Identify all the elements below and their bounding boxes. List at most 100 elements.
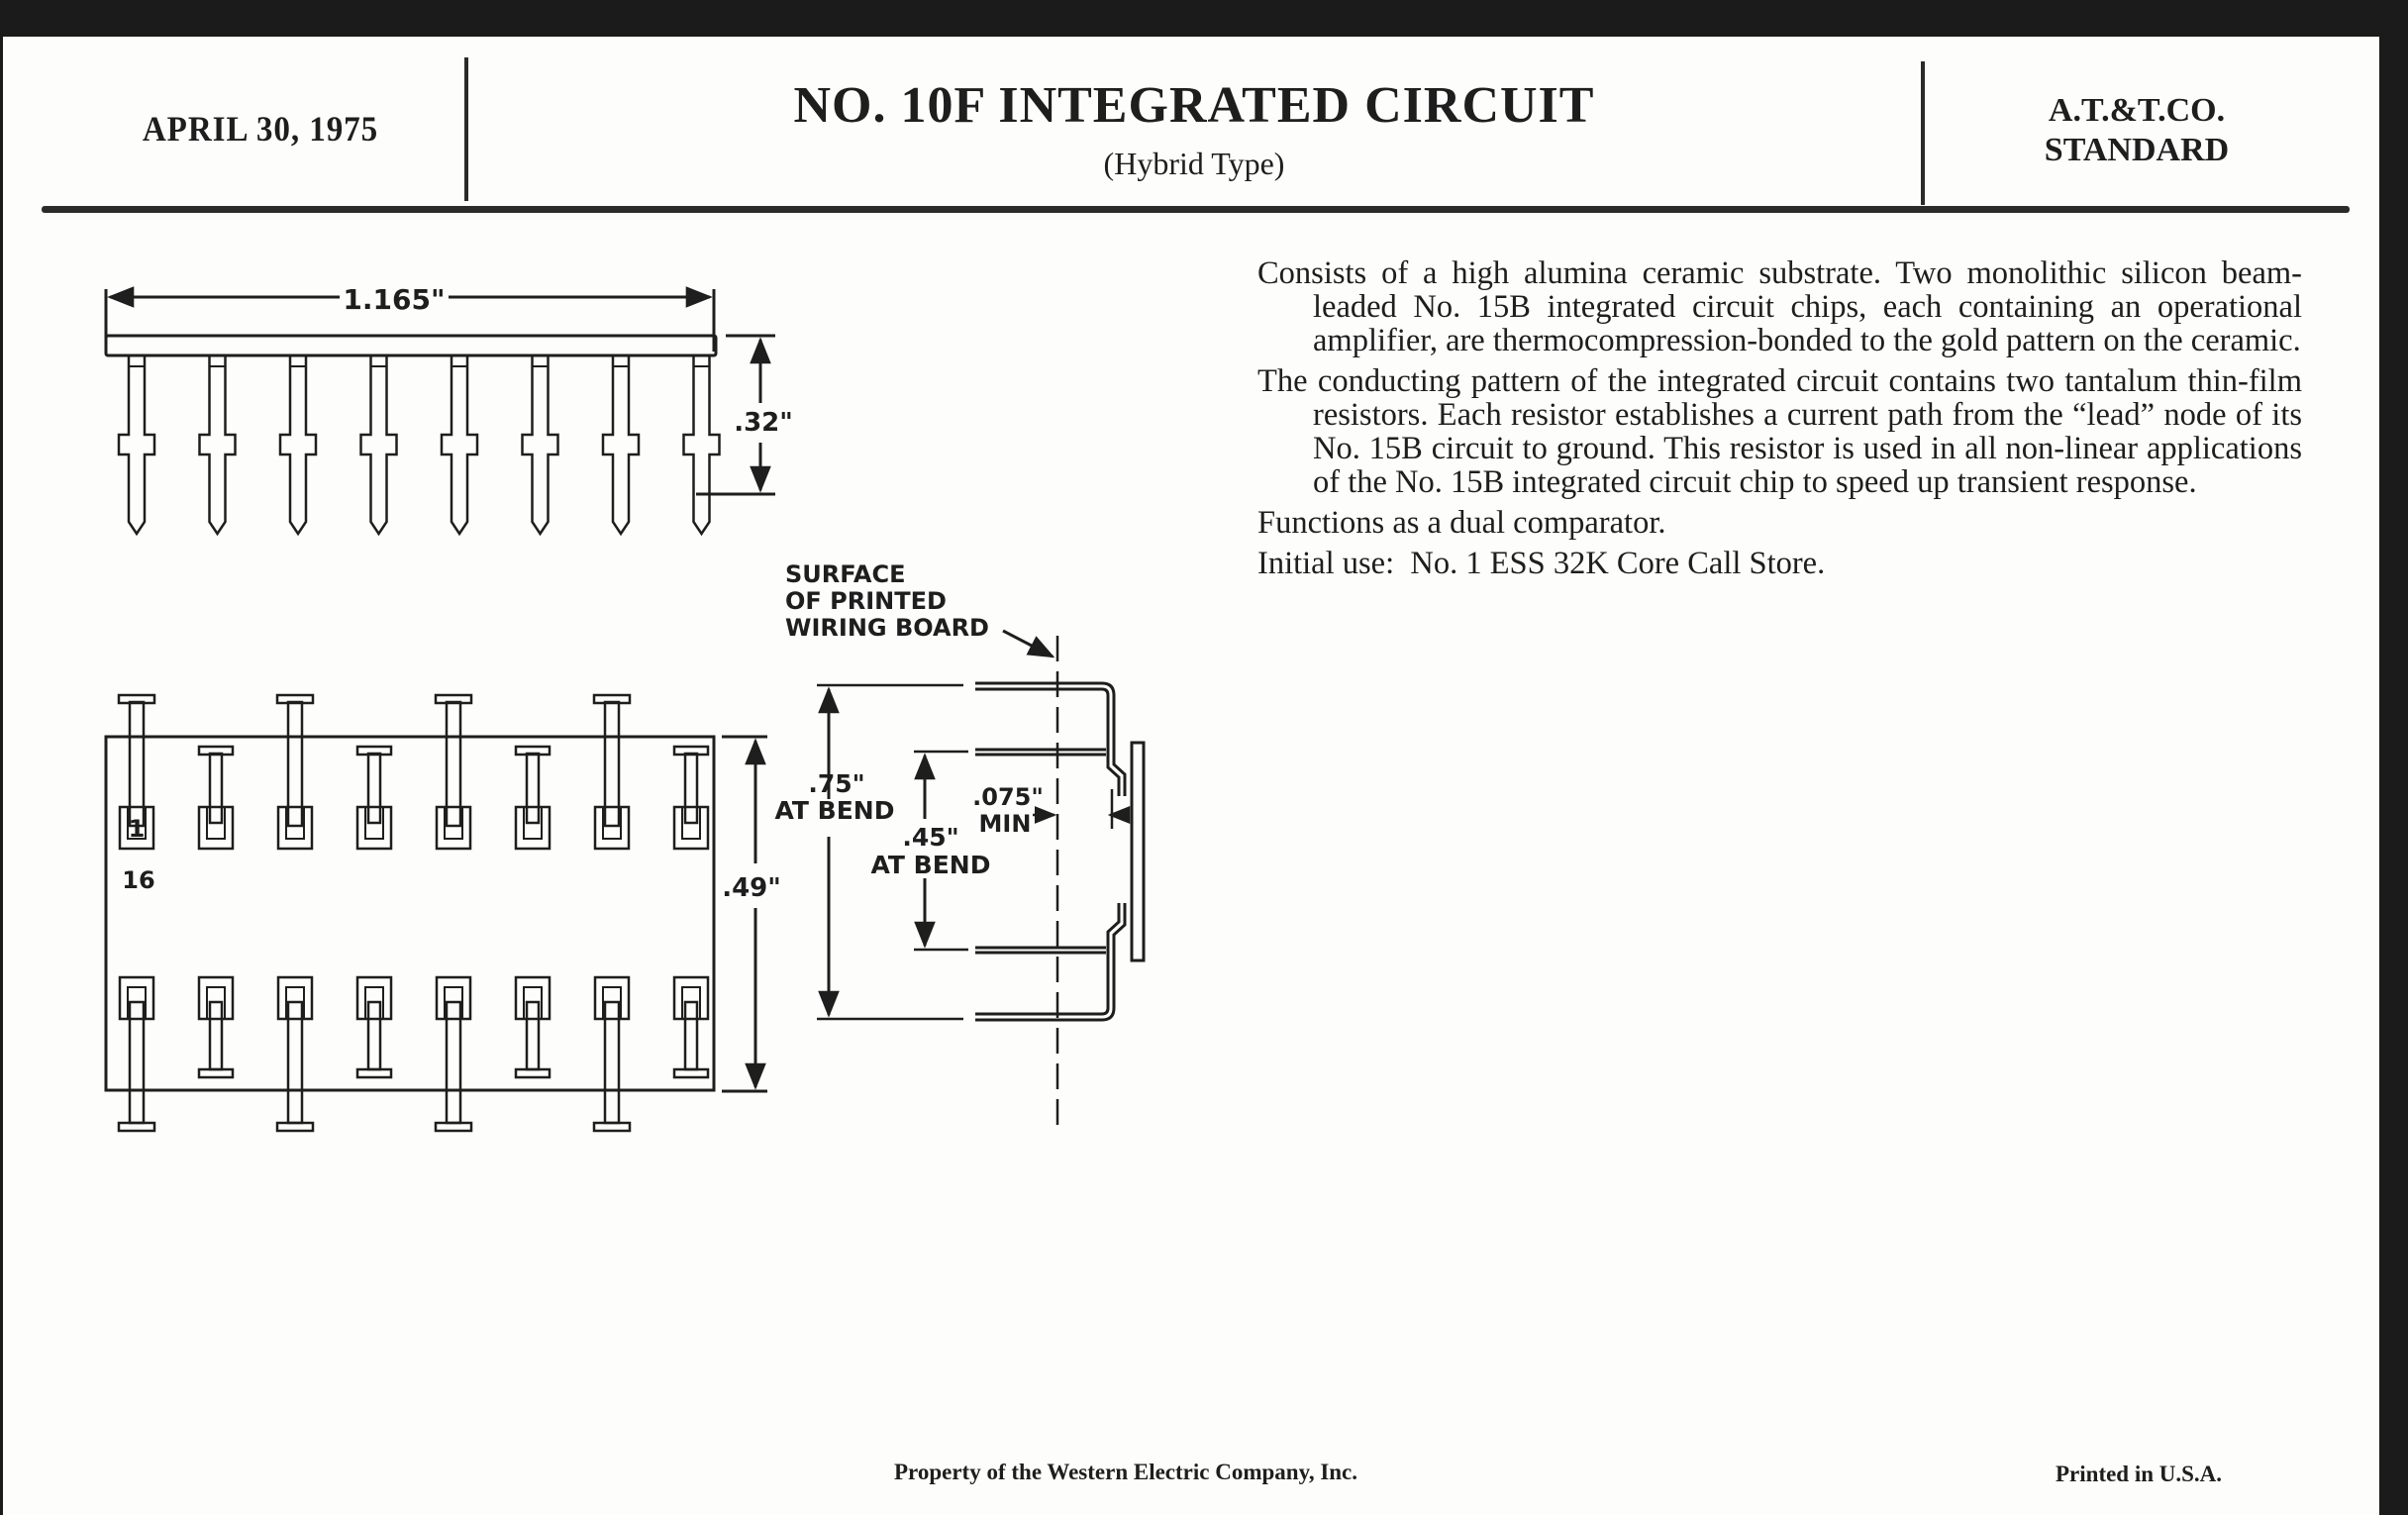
lead-foot xyxy=(672,745,710,757)
lead-foot xyxy=(275,693,315,705)
page-title: NO. 10F INTEGRATED CIRCUIT xyxy=(793,77,1595,134)
outer-span-label: .75" xyxy=(808,769,864,798)
bond-pad-inner xyxy=(127,986,147,1020)
org-name: A.T.&T.CO. xyxy=(2048,92,2226,129)
bond-pad-inner xyxy=(127,806,147,840)
side-view-pin xyxy=(601,355,641,537)
header-divider-right xyxy=(1921,61,1925,205)
bond-pad-inner xyxy=(602,806,622,840)
lead-top-short xyxy=(208,752,224,825)
outer-span-label-sub: AT BEND xyxy=(775,796,895,825)
clearance-label: .075" xyxy=(972,783,1044,811)
pin-16-label: 16 xyxy=(122,866,154,894)
bond-pad xyxy=(276,975,314,1021)
side-view-pin xyxy=(440,355,479,537)
board-label-line-2: OF PRINTED xyxy=(785,587,947,615)
bond-pad xyxy=(514,805,552,851)
bond-pad-inner xyxy=(444,986,463,1020)
description: Consists of a high alumina ceramic subst… xyxy=(1257,256,2302,587)
lead-foot xyxy=(514,745,552,757)
side-view-pin xyxy=(117,355,156,537)
lead-bottom-short xyxy=(208,1000,224,1071)
header-divider-left xyxy=(464,57,468,201)
standard-label: STANDARD xyxy=(2044,132,2230,168)
bond-pad xyxy=(593,805,631,851)
board-label-line-1: SURFACE xyxy=(785,560,905,588)
bond-pad xyxy=(593,975,631,1021)
substrate-outline xyxy=(104,735,716,1092)
bond-pad-inner xyxy=(364,986,384,1020)
side-view-pin xyxy=(521,355,559,537)
width-dim-label: 1.165" xyxy=(343,283,445,316)
lead-top-short xyxy=(525,752,541,825)
bond-pad-inner xyxy=(206,986,226,1020)
technical-drawing: 1.165" .32" 1 16 .49" SURFACE OF PRINTED… xyxy=(104,283,1146,1133)
bond-pad-inner xyxy=(444,806,463,840)
bond-pad-inner xyxy=(602,986,622,1020)
bond-pad xyxy=(672,975,710,1021)
description-paragraph: Functions as a dual comparator. xyxy=(1257,505,1666,541)
lead-foot xyxy=(117,1121,156,1133)
lead-top-short xyxy=(366,752,382,825)
bond-pad xyxy=(514,975,552,1021)
inner-span-label-sub: AT BEND xyxy=(871,851,991,879)
lead-foot xyxy=(592,1121,632,1133)
outer-lead-top-inner xyxy=(975,687,1121,796)
lead-bottom-long xyxy=(445,1000,462,1125)
lead-bottom-short xyxy=(683,1000,699,1071)
bond-pad xyxy=(355,975,393,1021)
pin-1-label: 1 xyxy=(129,815,146,843)
body-height-label: .49" xyxy=(722,873,781,903)
lead-bottom-long xyxy=(128,1000,146,1125)
lead-bottom-short xyxy=(525,1000,541,1071)
lead-foot xyxy=(355,1067,393,1079)
lead-foot xyxy=(672,1067,710,1079)
page-subtitle: (Hybrid Type) xyxy=(1103,146,1285,181)
issue-date: APRIL 30, 1975 xyxy=(142,109,379,149)
board-leader-arrow xyxy=(1002,629,1055,658)
substrate-edge xyxy=(104,334,718,357)
outer-lead-top xyxy=(975,681,1127,796)
board-label-line-3: WIRING BOARD xyxy=(785,614,989,642)
bond-pad-inner xyxy=(681,806,701,840)
side-view-pin xyxy=(278,355,318,537)
lead-foot xyxy=(197,745,235,757)
bond-pad-inner xyxy=(523,986,543,1020)
bond-pad xyxy=(435,805,472,851)
clearance-label-sub: MIN xyxy=(979,810,1032,838)
lead-foot xyxy=(355,745,393,757)
description-paragraph: Consists of a high alumina ceramic subst… xyxy=(1257,255,2302,358)
lead-top-short xyxy=(683,752,699,825)
height-dim-label: .32" xyxy=(734,408,793,438)
bond-pad-inner xyxy=(681,986,701,1020)
lead-foot xyxy=(434,693,473,705)
bond-pad xyxy=(118,975,155,1021)
bond-pad-inner xyxy=(364,806,384,840)
description-paragraph: The conducting pattern of the integrated… xyxy=(1257,363,2302,500)
lead-bottom-short xyxy=(366,1000,382,1071)
inner-span-label: .45" xyxy=(902,823,958,852)
top-view: 1 16 .49" xyxy=(104,693,781,1133)
side-view: 1.165" .32" xyxy=(104,283,793,537)
bond-pad xyxy=(197,805,235,851)
side-view-pin xyxy=(198,355,237,537)
bond-pad xyxy=(355,805,393,851)
property-notice: Property of the Western Electric Company… xyxy=(894,1460,1358,1484)
printed-notice: Printed in U.S.A. xyxy=(2056,1462,2223,1486)
bond-pad xyxy=(197,975,235,1021)
bond-pad-inner xyxy=(285,986,305,1020)
bond-pad-inner xyxy=(206,806,226,840)
bond-pad-inner xyxy=(285,806,305,840)
side-view-pin xyxy=(359,355,398,537)
bond-pad xyxy=(672,805,710,851)
side-view-pin xyxy=(682,355,721,537)
spec-sheet-page: APRIL 30, 1975 NO. 10F INTEGRATED CIRCUI… xyxy=(3,37,2379,1515)
lead-foot xyxy=(197,1067,235,1079)
lead-bottom-long xyxy=(603,1000,621,1125)
lead-foot xyxy=(275,1121,315,1133)
outer-lead-bottom xyxy=(975,903,1127,1022)
standard-badge: A.T.&T.CO. STANDARD xyxy=(1924,91,2350,170)
header-rule xyxy=(42,206,2350,213)
bond-pad xyxy=(276,805,314,851)
lead-foot xyxy=(434,1121,473,1133)
